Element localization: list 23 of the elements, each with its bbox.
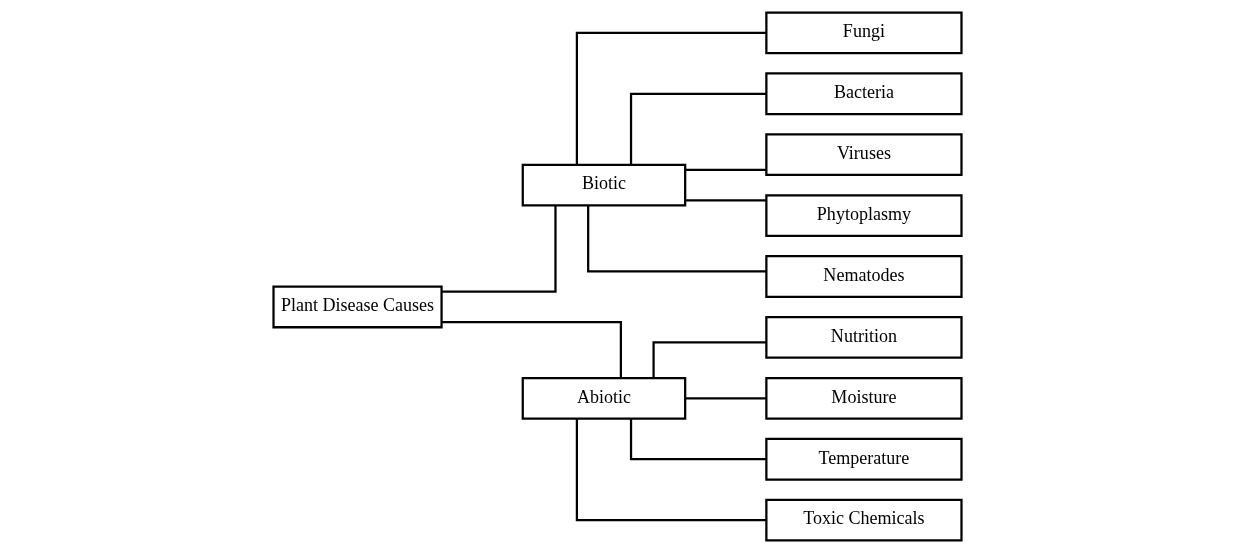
connector xyxy=(685,199,766,202)
node-box: Biotic xyxy=(521,163,686,207)
connector xyxy=(575,418,766,522)
connector xyxy=(575,31,766,165)
node-box: Nematodes xyxy=(764,255,963,298)
connector xyxy=(651,341,766,378)
node-box: Nutrition xyxy=(764,315,963,359)
connector xyxy=(441,205,557,293)
node-box: Fungi xyxy=(764,11,963,55)
node-box: Phytoplasmy xyxy=(764,194,963,238)
node-box: Viruses xyxy=(764,133,963,177)
connector xyxy=(586,205,766,273)
node-box: Moisture xyxy=(764,376,963,420)
node-box: Plant Disease Causes xyxy=(271,285,443,329)
connector xyxy=(629,92,766,165)
node-box: Toxic Chemicals xyxy=(764,498,963,542)
connector xyxy=(629,418,766,461)
connector xyxy=(685,397,766,400)
node-box: Bacteria xyxy=(764,72,963,116)
connector xyxy=(685,168,766,172)
node-box: Abiotic xyxy=(521,376,686,420)
node-box: Temperature xyxy=(764,437,963,481)
connector xyxy=(441,321,622,378)
